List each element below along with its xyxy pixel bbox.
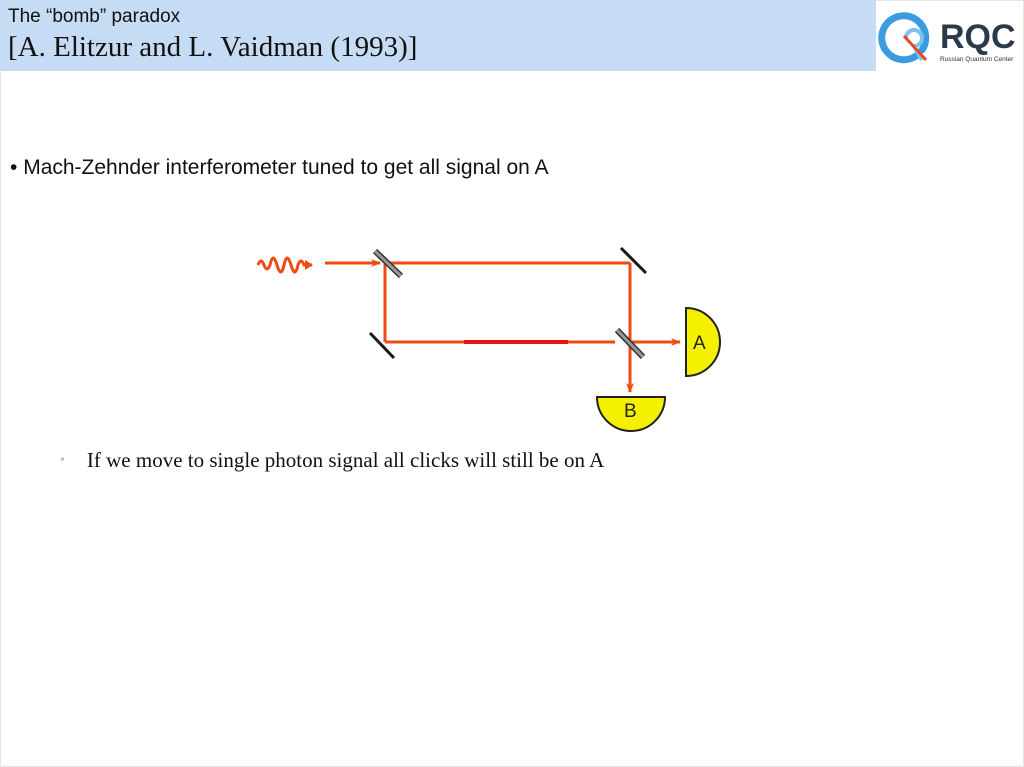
detector-a-label: A <box>693 333 706 354</box>
bullet-text: If we move to single photon signal all c… <box>86 448 605 472</box>
bullet-single-photon: • If we move to single photon signal all … <box>60 448 604 473</box>
detector-b-label: B <box>624 401 637 422</box>
svg-text:RQC: RQC <box>940 18 1016 56</box>
slide-title: [A. Elitzur and L. Vaidman (1993)] <box>8 31 418 63</box>
slide-header: The “bomb” paradox [A. Elitzur and L. Va… <box>0 0 876 71</box>
wave-arrowhead <box>305 260 313 270</box>
bullet-marker: • <box>10 156 18 179</box>
bullet-marker: • <box>60 453 65 468</box>
detector-b <box>595 396 667 432</box>
mirror-top-right <box>619 246 648 275</box>
photon-wave-icon <box>256 256 312 274</box>
mirror-bottom-left <box>368 331 396 360</box>
beam-splitter-2-fill <box>615 328 645 359</box>
beam-paths <box>383 261 632 344</box>
bullet-text: Mach-Zehnder interferometer tuned to get… <box>23 156 549 179</box>
beam-splitter-1-fill <box>373 249 403 278</box>
bullet-interferometer: • Mach-Zehnder interferometer tuned to g… <box>10 156 549 180</box>
slide-subtitle: The “bomb” paradox <box>8 6 181 27</box>
rqc-logo: RQC Russian Quantum Center <box>878 12 1016 64</box>
detector-a <box>685 306 721 378</box>
svg-text:Russian Quantum Center: Russian Quantum Center <box>940 56 1014 63</box>
